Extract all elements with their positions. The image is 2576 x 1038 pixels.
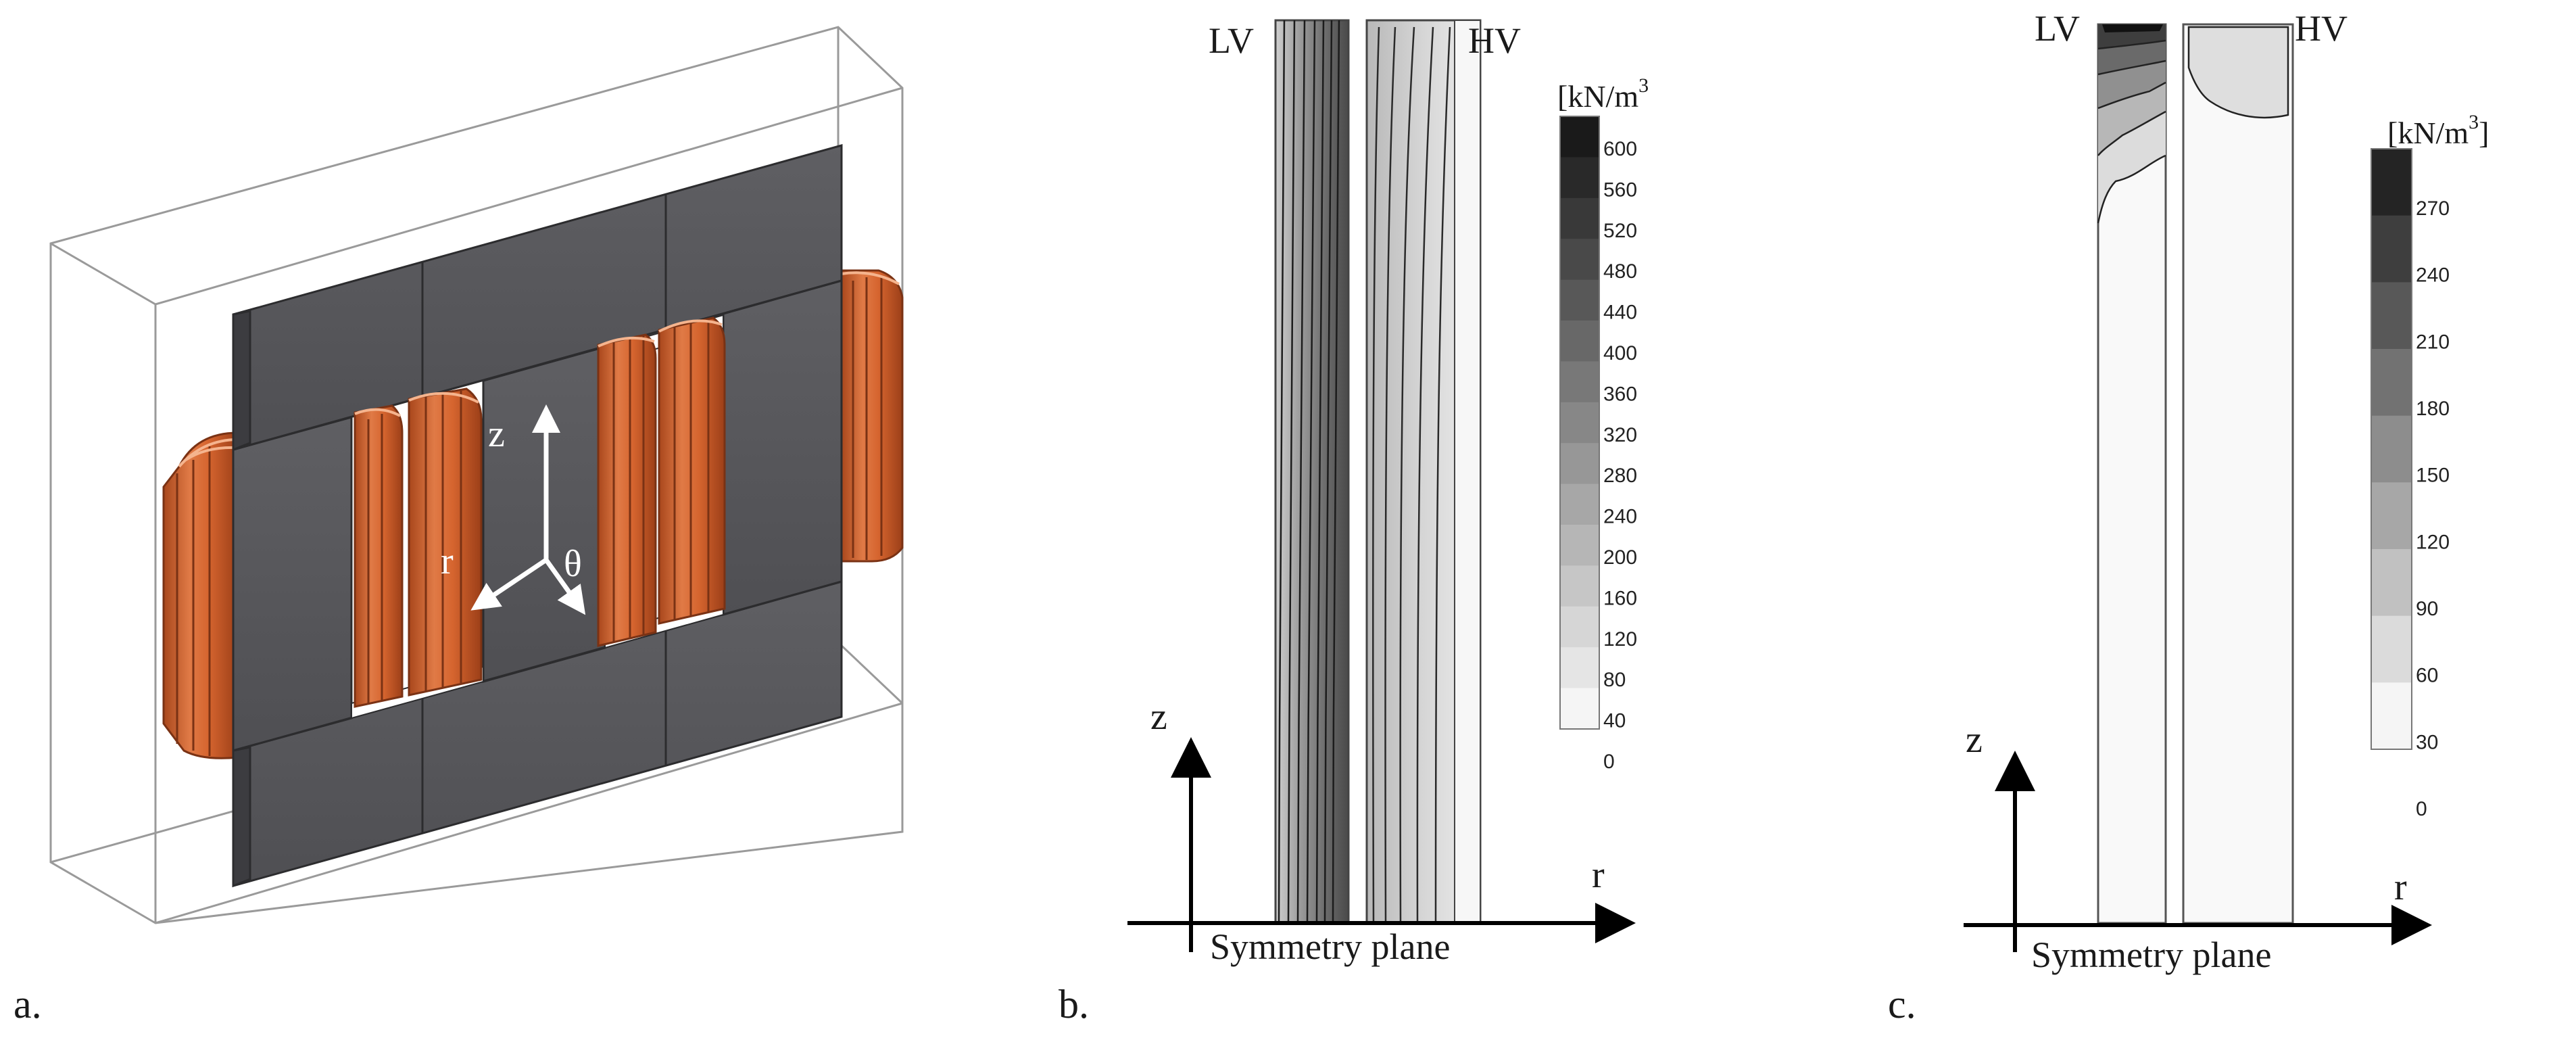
colorbar-frame <box>1559 116 1600 730</box>
colorbar-tick-label: 180 <box>2416 398 2450 420</box>
panel-b-axis-r: r <box>1592 854 1605 896</box>
colorbar-tick-label: 440 <box>1603 302 1637 324</box>
colorbar-tick-label: 210 <box>2416 331 2450 353</box>
hv-contour-lines <box>1372 26 1451 924</box>
panel-b-axes <box>1127 737 1636 952</box>
panel-b-axis-z: z <box>1150 696 1167 738</box>
colorbar-band <box>1560 606 1599 648</box>
colorbar-tick-label: 30 <box>2416 731 2438 753</box>
colorbar-band <box>1560 525 1599 566</box>
colorbar-band <box>1560 197 1599 239</box>
colorbar-c-unit: [kN/m3] <box>2387 111 2489 150</box>
panel-b-letter: b. <box>1059 982 1089 1027</box>
axis-z-label: z <box>488 413 505 455</box>
colorbar-band <box>1560 321 1599 362</box>
axis-r-label: r <box>441 540 454 582</box>
colorbar-b-unit: [kN/m3 <box>1557 74 1649 114</box>
panel-a-letter: a. <box>14 982 42 1027</box>
axis-theta-label: θ <box>564 543 582 585</box>
colorbar-tick-label: 120 <box>2416 531 2450 553</box>
coil-outer-right <box>840 269 904 563</box>
hv-label-c: HV <box>2295 8 2348 49</box>
panel-c-axis-r: r <box>2394 866 2407 908</box>
panel-b-force-density-plot: LV HV 6005605204804404003603202802402001… <box>1059 19 1649 1027</box>
colorbar-tick-label: 560 <box>1603 179 1637 201</box>
colorbar-band <box>1560 647 1599 689</box>
colorbar-band <box>2371 482 2412 550</box>
coil-window2-hv <box>597 333 657 647</box>
lv-label-c: LV <box>2035 8 2080 49</box>
colorbar-tick-label: 320 <box>1603 424 1637 446</box>
colorbar-band <box>2371 349 2412 417</box>
colorbar-tick-label: 60 <box>2416 665 2438 687</box>
colorbar-band <box>1560 565 1599 607</box>
colorbar-band <box>2371 149 2412 216</box>
colorbar-band <box>1560 688 1599 730</box>
colorbar-tick-label: 160 <box>1603 587 1637 609</box>
colorbar-band <box>1560 443 1599 485</box>
panel-c-symmetry-plane: Symmetry plane <box>2031 935 2271 975</box>
colorbar-band <box>1560 361 1599 403</box>
colorbar-band <box>2371 215 2412 283</box>
colorbar-frame <box>2371 148 2412 750</box>
colorbar-band <box>2371 282 2412 350</box>
panel-c-letter: c. <box>1888 982 1916 1027</box>
colorbar-tick-label: 0 <box>1603 751 1615 773</box>
colorbar-tick-label: 240 <box>1603 506 1637 528</box>
colorbar-tick-label: 120 <box>1603 628 1637 651</box>
colorbar-tick-label: 360 <box>1603 383 1637 405</box>
colorbar-tick-label: 480 <box>1603 260 1637 283</box>
colorbar-band <box>1560 279 1599 321</box>
colorbar-tick-label: 280 <box>1603 465 1637 487</box>
colorbar-band <box>2371 549 2412 617</box>
colorbar-tick-label: 0 <box>2416 798 2427 820</box>
hv-label: HV <box>1468 20 1521 61</box>
transformer-core <box>232 144 843 888</box>
panel-b-symmetry-plane: Symmetry plane <box>1210 926 1450 967</box>
colorbar-tick-label: 520 <box>1603 220 1637 242</box>
panel-a-transformer-model: z r θ a. <box>14 26 904 1027</box>
coordinate-axes <box>470 404 586 615</box>
colorbar-c: 270 240 210 180 150 120 90 60 30 0 <box>2371 148 2450 820</box>
colorbar-tick-label: 400 <box>1603 342 1637 364</box>
panel-c-axes <box>1964 751 2432 952</box>
colorbar-band <box>1560 239 1599 281</box>
lv-contour-lines <box>1278 20 1340 924</box>
coil-window1-lv <box>354 404 404 708</box>
colorbar-band <box>1560 402 1599 444</box>
colorbar-band <box>2371 615 2412 683</box>
coil-outer-left <box>162 431 239 759</box>
colorbar-tick-label: 200 <box>1603 546 1637 569</box>
lv-contour-bands-c <box>2098 24 2166 223</box>
coil-window2-lv <box>658 316 726 625</box>
hv-contour-band-c <box>2187 26 2289 119</box>
colorbar-tick-label: 240 <box>2416 264 2450 287</box>
colorbar-band <box>1560 483 1599 525</box>
colorbar-tick-label: 40 <box>1603 710 1626 732</box>
colorbar-band <box>2371 682 2412 750</box>
panel-c-axis-z: z <box>1966 719 1983 761</box>
colorbar-tick-label: 150 <box>2416 465 2450 487</box>
colorbar-band <box>1560 116 1599 158</box>
colorbar-band <box>1560 157 1599 199</box>
coil-window1-hv <box>408 387 483 697</box>
hv-winding-region-c <box>2182 23 2294 924</box>
colorbar-tick-label: 270 <box>2416 197 2450 220</box>
colorbar-tick-label: 90 <box>2416 598 2438 620</box>
colorbar-tick-label: 80 <box>1603 669 1626 691</box>
colorbar-tick-label: 600 <box>1603 138 1637 160</box>
colorbar-b: 6005605204804404003603202802402001601208… <box>1559 116 1637 773</box>
colorbar-band <box>2371 415 2412 483</box>
lv-label: LV <box>1209 20 1254 61</box>
